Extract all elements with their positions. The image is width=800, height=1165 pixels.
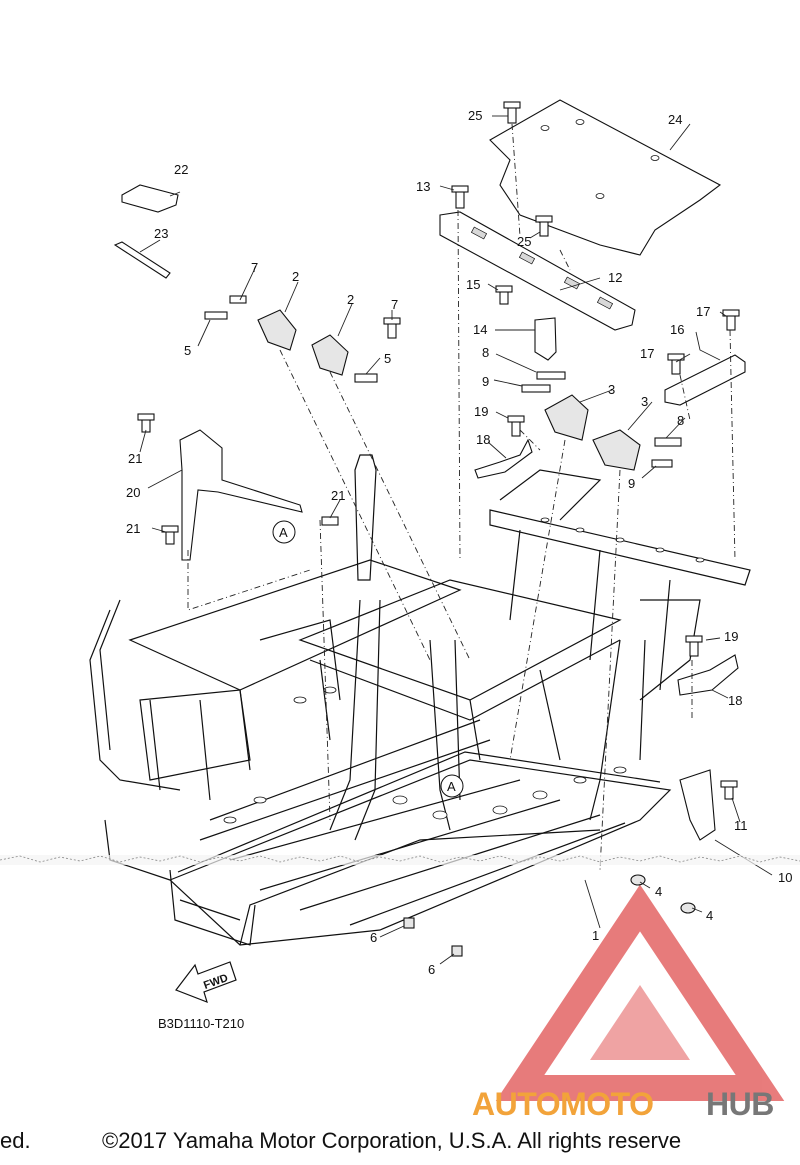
- pin-part-23: [113, 241, 171, 279]
- callout-1: 1: [592, 928, 599, 943]
- callout-8-a: 8: [482, 345, 489, 360]
- callout-17-a: 17: [696, 304, 710, 319]
- plate-part-22: [121, 184, 179, 213]
- svg-text:A: A: [447, 779, 456, 794]
- callout-23: 23: [154, 226, 168, 241]
- mount-part-3-a: [544, 394, 589, 441]
- callout-12: 12: [608, 270, 622, 285]
- callout-9-a: 9: [482, 374, 489, 389]
- callout-19-b: 19: [724, 629, 738, 644]
- callout-22: 22: [174, 162, 188, 177]
- callout-labels: 1 2 2 3 3 4 4 5 5 6 6 7 7 8 8 9 9 10 11 …: [126, 108, 792, 977]
- callout-5-b: 5: [384, 351, 391, 366]
- bolts: [137, 101, 740, 800]
- footer-left-fragment: ed.: [0, 1128, 31, 1153]
- clip-part-6-a: [403, 917, 415, 929]
- crossmember-part-12: [439, 211, 636, 331]
- callout-15: 15: [466, 277, 480, 292]
- callout-3-a: 3: [608, 382, 615, 397]
- callout-21-b: 21: [331, 488, 345, 503]
- clip-part-6-b: [451, 945, 463, 957]
- callout-25-a: 25: [468, 108, 482, 123]
- callout-24: 24: [668, 112, 682, 127]
- callout-16: 16: [670, 322, 684, 337]
- callout-14: 14: [473, 322, 487, 337]
- callout-6-b: 6: [428, 962, 435, 977]
- nut-part-4-b: [680, 902, 696, 914]
- callout-21-c: 21: [126, 521, 140, 536]
- svg-text:AUTOMOTO: AUTOMOTO: [472, 1086, 653, 1122]
- mount-part-2-b: [311, 334, 349, 376]
- callout-18-b: 18: [728, 693, 742, 708]
- bracket-part-14: [534, 317, 557, 361]
- callout-21-a: 21: [128, 451, 142, 466]
- callout-9-b: 9: [628, 476, 635, 491]
- frame-assembly: [89, 454, 751, 946]
- bracket-part-16: [664, 354, 746, 406]
- callout-5-a: 5: [184, 343, 191, 358]
- callout-10: 10: [778, 870, 792, 885]
- mount-part-2-a: [257, 309, 297, 351]
- callout-2-a: 2: [292, 269, 299, 284]
- callout-19-a: 19: [474, 404, 488, 419]
- fwd-arrow-icon: FWD: [175, 961, 237, 1004]
- leader-lines: [139, 115, 773, 965]
- callout-4-b: 4: [706, 908, 713, 923]
- footer-copyright: ©2017 Yamaha Motor Corporation, U.S.A. A…: [102, 1128, 682, 1153]
- bracket-part-20: [179, 429, 303, 561]
- callout-20: 20: [126, 485, 140, 500]
- callout-8-b: 8: [677, 413, 684, 428]
- callout-13: 13: [416, 179, 430, 194]
- ref-mark-a-2: A: [440, 774, 464, 798]
- svg-text:A: A: [279, 525, 288, 540]
- callout-3-b: 3: [641, 394, 648, 409]
- callout-11: 11: [734, 818, 748, 833]
- paper-tear: [0, 855, 800, 865]
- skid-plate-part-24: [489, 99, 722, 256]
- callout-7-b: 7: [391, 297, 398, 312]
- callout-17-b: 17: [640, 346, 654, 361]
- bracket-part-18-b: [677, 654, 739, 696]
- watermark-text: AUTOMOTO HUB: [472, 1086, 774, 1122]
- callout-2-b: 2: [347, 292, 354, 307]
- callout-6-a: 6: [370, 930, 377, 945]
- callout-25-b: 25: [517, 234, 531, 249]
- callout-18-a: 18: [476, 432, 490, 447]
- ref-mark-a-1: A: [272, 520, 296, 544]
- diagram-code: B3D1110-T210: [158, 1016, 244, 1031]
- svg-text:HUB: HUB: [706, 1086, 774, 1122]
- watermark-logo: [495, 884, 785, 1101]
- copyright-footer: ed. ©2017 Yamaha Motor Corporation, U.S.…: [0, 1128, 800, 1158]
- callout-4-a: 4: [655, 884, 662, 899]
- mount-part-3-b: [592, 429, 641, 471]
- bracket-part-18-a: [474, 438, 533, 479]
- callout-7-a: 7: [251, 260, 258, 275]
